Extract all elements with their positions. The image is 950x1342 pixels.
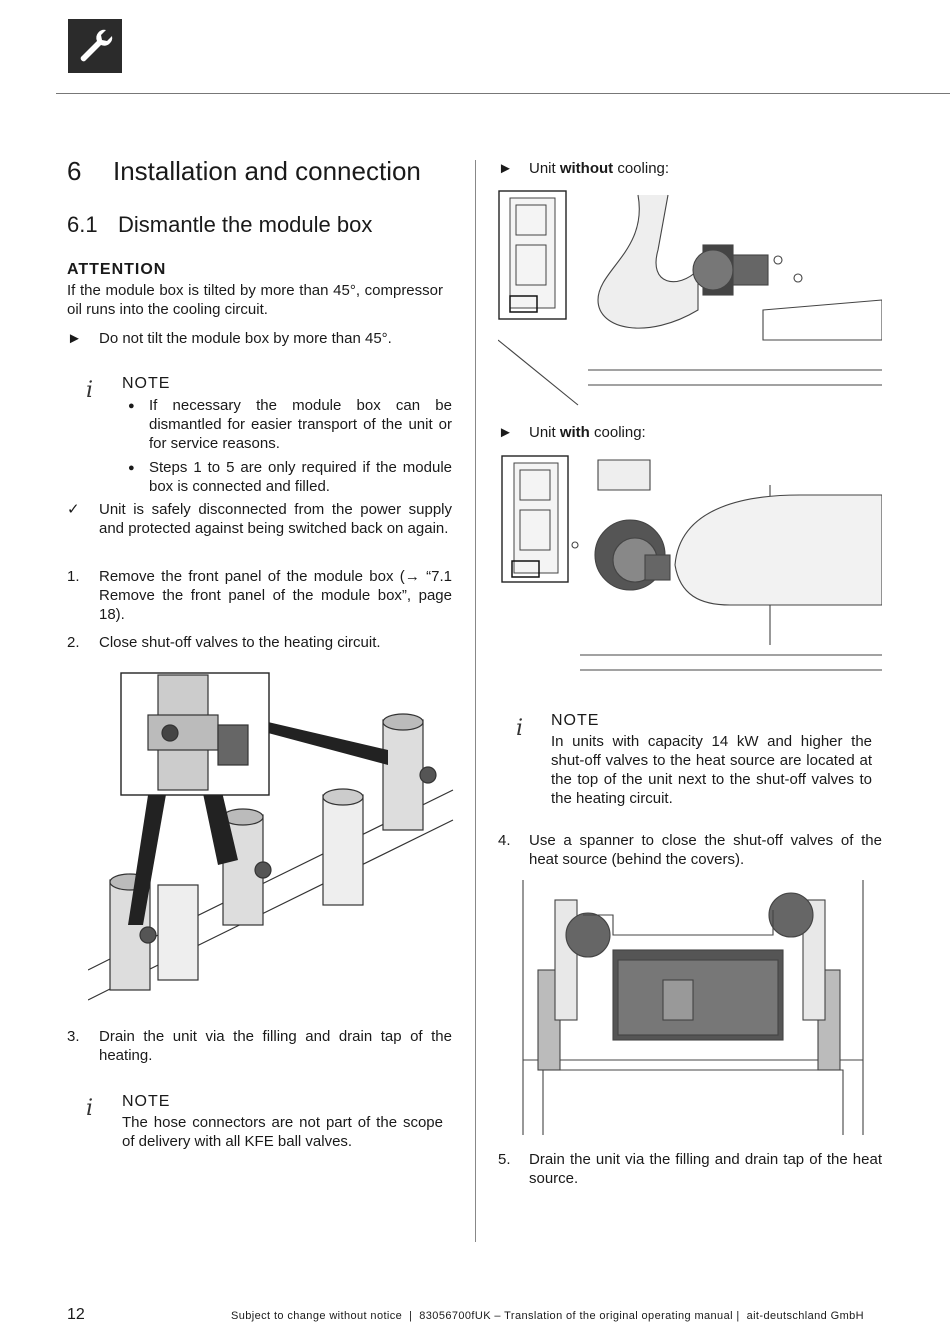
- heat-source-valves-figure: [503, 880, 882, 1135]
- arrow-bullet-icon: ►: [498, 160, 513, 177]
- header-divider: [56, 93, 950, 94]
- step-2-number: 2.: [67, 634, 80, 651]
- note2-heading: NOTE: [551, 712, 600, 729]
- unit-with-cooling-figure: [500, 455, 883, 675]
- attention-text: If the module box is tilted by more than…: [67, 282, 443, 318]
- note1-bullet-1: If necessary the module box can be disma…: [149, 397, 452, 452]
- step-3-text: Drain the unit via the filling and drain…: [99, 1028, 452, 1064]
- section-title: Dismantle the module box: [118, 212, 373, 237]
- note3-heading: NOTE: [122, 1093, 171, 1110]
- chapter-number: 6: [67, 156, 82, 186]
- step-2-text: Close shut-off valves to the heating cir…: [99, 634, 381, 651]
- step-4-text: Use a spanner to close the shut-off valv…: [529, 832, 882, 868]
- precondition-text: Unit is safely disconnected from the pow…: [99, 501, 452, 537]
- step-1-text: Remove the front panel of the module box…: [99, 568, 452, 623]
- info-icon: i: [86, 1096, 94, 1121]
- footer-text: Subject to change without notice | 83056…: [231, 1310, 865, 1322]
- bullet-dot-icon: ●: [128, 462, 135, 474]
- heating-valves-figure: [87, 670, 454, 1010]
- step-5-text: Drain the unit via the filling and drain…: [529, 1151, 882, 1187]
- cross-ref-arrow-icon: →: [404, 568, 420, 585]
- page-number: 12: [67, 1306, 85, 1323]
- column-divider: [475, 160, 476, 1242]
- note1-bullet-2: Steps 1 to 5 are only required if the mo…: [149, 459, 452, 495]
- step-5-number: 5.: [498, 1151, 511, 1168]
- chapter-title: Installation and connection: [113, 156, 421, 186]
- attention-instruction: Do not tilt the module box by more than …: [99, 330, 392, 347]
- note1-heading: NOTE: [122, 375, 171, 392]
- check-icon: ✓: [67, 501, 80, 518]
- section-number: 6.1: [67, 212, 98, 237]
- note3-text: The hose connectors are not part of the …: [122, 1114, 443, 1150]
- attention-heading: ATTENTION: [67, 261, 167, 278]
- without-cooling-label: Unit without cooling:: [529, 160, 670, 177]
- wrench-icon: [68, 19, 122, 73]
- note2-text: In units with capacity 14 kW and higher …: [551, 733, 872, 807]
- arrow-bullet-icon: ►: [67, 330, 82, 347]
- bullet-dot-icon: ●: [128, 400, 135, 412]
- info-icon: i: [516, 716, 524, 741]
- step-4-number: 4.: [498, 832, 511, 849]
- step-1-number: 1.: [67, 568, 80, 585]
- with-cooling-label: Unit with cooling:: [529, 424, 646, 441]
- step-3-number: 3.: [67, 1028, 80, 1045]
- arrow-bullet-icon: ►: [498, 424, 513, 441]
- unit-without-cooling-figure: [497, 190, 883, 406]
- info-icon: i: [86, 378, 94, 403]
